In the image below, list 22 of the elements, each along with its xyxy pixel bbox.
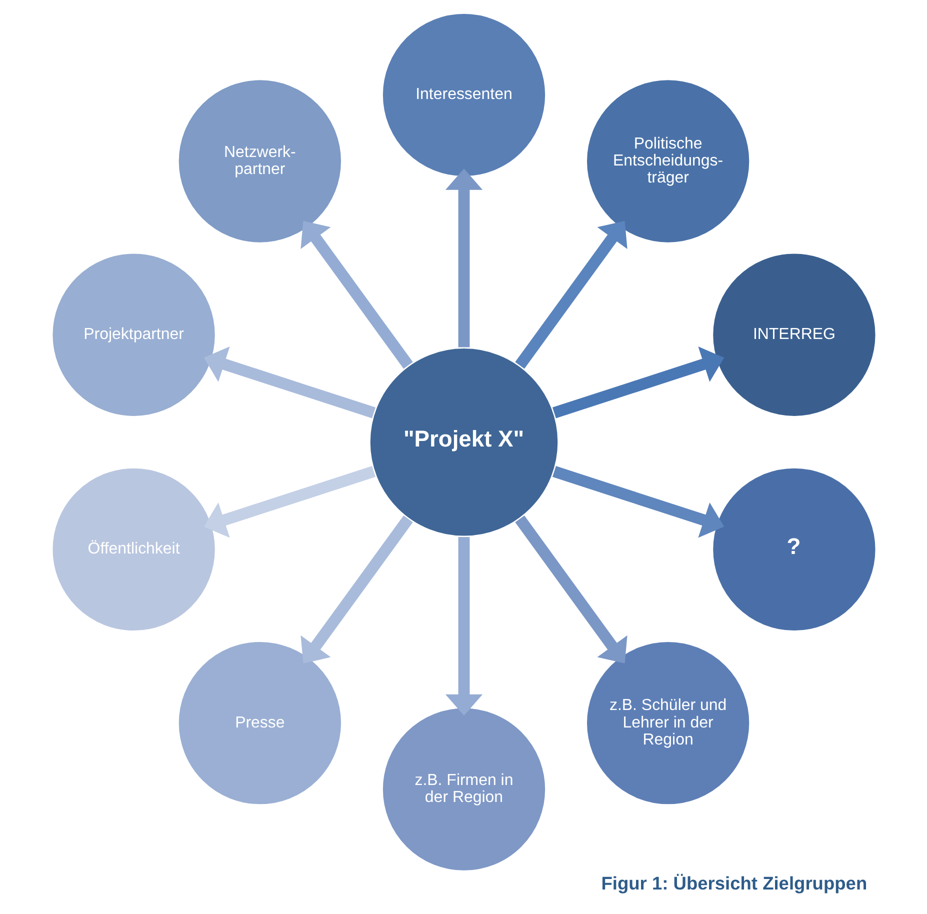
node-circle: z.B. Firmen in der Region [380,706,547,873]
arrow [514,220,627,369]
arrow [514,516,627,664]
node-circle: Öffentlichkeit [50,466,217,633]
node-circle: z.B. Schüler und Lehrer in der Region [584,640,751,806]
arrow [203,466,376,538]
arrow [552,466,724,538]
arrow [444,168,482,348]
node-circle: Politische Entscheidungs- träger [584,78,751,245]
arrow [203,346,376,418]
node-circle: Netzwerk- partner [176,78,343,245]
arrow [444,537,482,716]
arrow [300,220,412,369]
caption: Figur 1: Übersicht Zielgruppen [600,872,867,894]
node-circle: INTERREG [710,252,878,418]
arrow [552,346,724,418]
node-circle: Presse [176,640,343,806]
node-circle: Interessenten [380,12,547,178]
node-circle: ? [710,466,878,633]
node-circle: Projektpartner [50,252,217,418]
arrow [300,516,412,664]
node-circle: "Projekt X" [368,346,560,538]
